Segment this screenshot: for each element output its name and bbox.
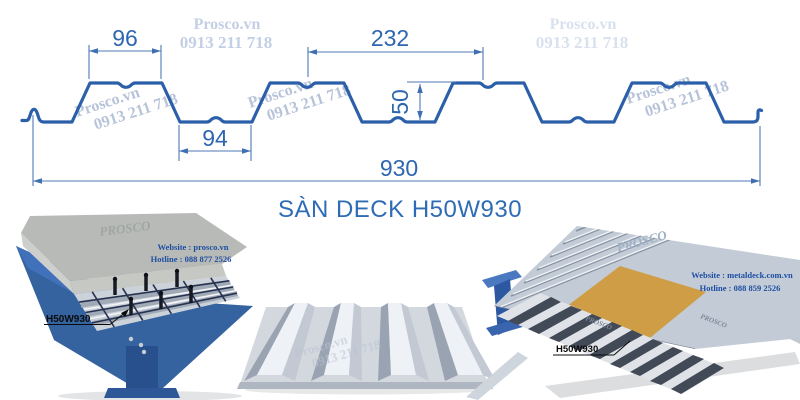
- deck-ribs: [244, 303, 496, 381]
- deck-front-edge: [237, 382, 493, 389]
- dimension-bottom-flange: [178, 125, 252, 161]
- profile-drawing: 96 232 50 94: [20, 25, 764, 186]
- dim-bottom-flange-value: 94: [202, 125, 228, 151]
- render-right-callout: H50W930: [553, 340, 631, 356]
- dimension-height: [407, 81, 456, 120]
- render-left-label: H50W930: [46, 314, 91, 325]
- page-title: SÀN DECK H50W930: [278, 196, 522, 223]
- shear-studs: [112, 268, 194, 315]
- render-right-label: H50W930: [556, 344, 598, 355]
- watermark-phone-text: 0913 211 718: [180, 33, 273, 52]
- render-right-website: Website : metaldeck.com.vn: [691, 270, 793, 280]
- dim-top-flange-value: 96: [112, 25, 138, 51]
- watermark-top-left: Prosco.vn 0913 211 718: [180, 16, 273, 52]
- render-composite-slab: PROSCO Website :: [16, 213, 253, 400]
- dimension-rib-pitch: [307, 47, 484, 80]
- dimension-top-flange: [88, 45, 162, 79]
- watermark-top-right: Prosco.vn 0913 211 718: [536, 16, 629, 52]
- dim-rib-pitch-value: 232: [371, 25, 409, 51]
- watermark-site-text: Prosco.vn: [194, 16, 261, 33]
- deck-profile-outline: [20, 81, 764, 124]
- render-left-website: Website : prosco.vn: [158, 242, 229, 252]
- render-roof-assembly: PROSCO PROSCO PROSCO Web: [466, 226, 800, 400]
- dimension-total-width: [32, 115, 761, 186]
- watermark-site-text: Prosco.vn: [550, 16, 617, 33]
- render-left-hotline: Hotline : 088 877 2526: [151, 254, 232, 264]
- render-right-hotline: Hotline : 088 859 2526: [700, 283, 781, 293]
- watermark-phone-text: 0913 211 718: [536, 33, 629, 52]
- render-left-callout: H50W930: [44, 309, 129, 325]
- concrete-slab: [21, 213, 247, 294]
- brand-logo-embossed: PROSCO: [99, 218, 152, 239]
- loose-panel-strip: [466, 352, 528, 400]
- watermark-diagonal-right: Prosco.vn 0913 211 718: [624, 71, 731, 121]
- render-deck-sheet: Prosco.vn 0913 211 718: [237, 303, 496, 395]
- dim-height-value: 50: [387, 89, 413, 115]
- dim-total-width-value: 930: [380, 155, 418, 181]
